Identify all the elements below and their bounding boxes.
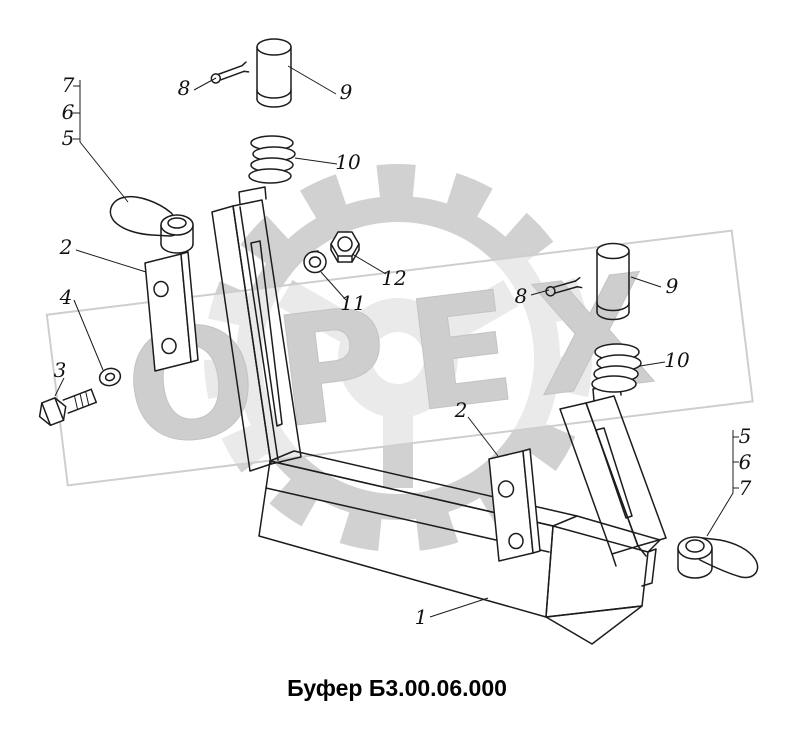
callout-2-right: 2 xyxy=(454,398,468,422)
callout-6-left: 6 xyxy=(62,100,75,124)
callout-2-left: 2 xyxy=(59,235,73,259)
leader-line xyxy=(639,361,666,367)
callout-9-right: 9 xyxy=(666,274,679,298)
plate-hole-top xyxy=(153,280,169,298)
cotter-pin-right-part xyxy=(545,276,583,297)
callout-11: 11 xyxy=(340,291,365,315)
plate-hole-bottom xyxy=(161,337,177,355)
clevis-pin-top-part xyxy=(256,38,292,108)
leader-line xyxy=(54,377,65,397)
leader-line xyxy=(467,416,499,457)
callout-1: 1 xyxy=(415,605,428,629)
leader-line xyxy=(351,253,387,275)
leader-line xyxy=(75,249,147,273)
cotter-pin-top-part xyxy=(210,61,250,84)
callouts: 7 6 5 8 9 10 2 4 3 11 12 8 9 10 2 5 6 7 … xyxy=(54,73,752,629)
callout-7-left: 7 xyxy=(62,73,75,97)
leader-line xyxy=(287,65,337,95)
leader-line xyxy=(706,430,734,537)
pin-head-cap xyxy=(256,38,292,56)
leader-line xyxy=(320,271,347,301)
plate-hole-top xyxy=(497,480,515,498)
callout-6-right: 6 xyxy=(739,450,752,474)
latch-hole xyxy=(685,539,705,553)
callout-10-right: 10 xyxy=(664,348,690,372)
bolt-part xyxy=(38,388,98,427)
latch-boss xyxy=(677,536,713,560)
strap-plate-left-part xyxy=(144,251,199,372)
leader-line xyxy=(294,157,338,165)
callout-8-top: 8 xyxy=(178,76,191,100)
leader-line xyxy=(73,299,104,371)
callout-7-right: 7 xyxy=(739,476,752,500)
callout-5-right: 5 xyxy=(739,424,752,448)
latch-right-part xyxy=(677,536,759,579)
leader-line xyxy=(630,276,662,288)
spring-top-part xyxy=(248,135,296,184)
latch-hole xyxy=(167,217,187,229)
plate-hole-bottom xyxy=(508,532,524,550)
leader-line xyxy=(530,289,550,296)
latch-left-part xyxy=(109,195,194,254)
callout-4: 4 xyxy=(59,285,73,309)
callout-10-top: 10 xyxy=(335,150,361,174)
washer-left-part xyxy=(98,367,122,387)
leader-line xyxy=(193,77,217,91)
watermark-text: ОРЕХ xyxy=(116,238,683,481)
watermark: ОРЕХ xyxy=(45,164,754,552)
callout-12: 12 xyxy=(381,266,406,290)
spring-right-part xyxy=(591,343,642,393)
watermark-band: ОРЕХ xyxy=(45,229,754,487)
lock-washer-part xyxy=(303,250,327,274)
callout-5-left: 5 xyxy=(62,126,75,150)
leader-line xyxy=(429,597,489,618)
leader-line xyxy=(79,80,129,203)
nut-hole xyxy=(337,236,353,252)
nut-part xyxy=(330,231,360,263)
clevis-pin-right-part xyxy=(596,242,630,321)
strap-plate-right-part xyxy=(488,448,541,562)
callout-9-top: 9 xyxy=(340,80,353,104)
leader-lines xyxy=(54,65,739,618)
callout-3: 3 xyxy=(54,358,67,382)
diagram-caption: Буфер Б3.00.06.000 xyxy=(287,675,507,701)
gear-icon xyxy=(204,164,592,552)
callout-8-right: 8 xyxy=(515,284,528,308)
pin-head-cap xyxy=(596,242,630,260)
